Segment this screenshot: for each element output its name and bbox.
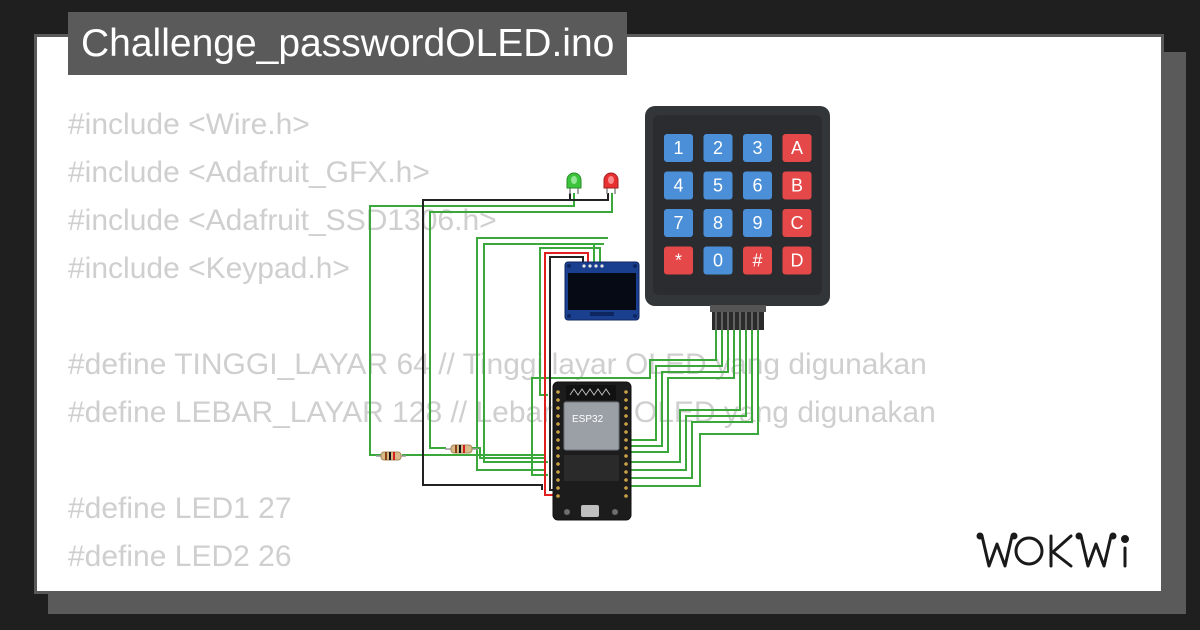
keypad-key-label: 6 (752, 176, 762, 196)
keypad-key-7[interactable]: 7 (664, 209, 693, 237)
esp32-board: ESP32 (552, 381, 632, 521)
keypad-key-8[interactable]: 8 (703, 209, 733, 237)
wire-keypad-5 (630, 330, 741, 463)
wire-green-oled-a (476, 237, 608, 471)
keypad-key-label: 1 (673, 138, 683, 158)
keypad-key-C[interactable]: C (782, 209, 812, 237)
keypad-key-label: 0 (713, 251, 723, 271)
keypad-key-2[interactable]: 2 (703, 134, 733, 162)
keypad-key-6[interactable]: 6 (743, 171, 772, 200)
keypad-key-label: 4 (673, 176, 683, 196)
wire-keypad-2 (630, 330, 723, 441)
keypad-key-5[interactable]: 5 (703, 171, 733, 200)
keypad-key-D[interactable]: D (782, 246, 812, 275)
keypad-key-A[interactable]: A (782, 134, 812, 162)
wire-green-oled-b (483, 243, 604, 463)
code-line: #define LED2 26 (68, 540, 292, 573)
keypad-key-label: 5 (713, 176, 723, 196)
keypad-keys[interactable]: 1 2 3 A 4 5 6 B 7 8 9 C * 0 # D (664, 134, 812, 275)
keypad-key-9[interactable]: 9 (743, 209, 772, 237)
esp32-label: ESP32 (572, 414, 604, 425)
keypad-key-label: # (752, 251, 762, 271)
wire-black-oled-gnd (549, 256, 584, 491)
wire-keypad-3 (630, 330, 729, 447)
wire-green-res2 (470, 447, 545, 459)
esp32-pins-right (624, 390, 628, 498)
keypad-4x4[interactable]: 1 2 3 A 4 5 6 B 7 8 9 C * 0 # D (645, 106, 830, 330)
keypad-key-label: 7 (673, 213, 683, 233)
code-line: #include <Keypad.h> (68, 252, 350, 285)
keypad-key-label: 3 (752, 138, 762, 158)
resistor-2 (445, 444, 478, 454)
wire-keypad-7 (630, 330, 753, 479)
esp32-pins-left (556, 390, 560, 498)
wire-green-oled-d (539, 247, 601, 396)
keypad-key-0[interactable]: 0 (703, 246, 733, 275)
code-line: #include <Adafruit_GFX.h> (68, 156, 430, 189)
keypad-key-label: * (675, 251, 682, 271)
wokwi-logo[interactable] (975, 522, 1155, 582)
code-preview: #include <Wire.h> #include <Adafruit_GFX.… (68, 101, 936, 581)
keypad-key-*[interactable]: * (664, 246, 693, 275)
keypad-key-label: C (791, 213, 804, 233)
wire-green-led2 (429, 193, 613, 449)
keypad-key-B[interactable]: B (782, 171, 812, 200)
wire-green-led1 (369, 193, 575, 456)
code-line: #include <Wire.h> (68, 108, 310, 141)
led-green (566, 172, 582, 194)
project-title: Challenge_passwordOLED.ino (68, 12, 628, 75)
wire-black-gnd1 (422, 193, 571, 490)
wires (369, 193, 759, 496)
keypad-key-1[interactable]: 1 (664, 134, 693, 162)
code-line: #define LED1 27 (68, 492, 292, 525)
wire-keypad-4 (630, 330, 735, 453)
keypad-key-label: 8 (713, 213, 723, 233)
wire-keypad-6 (630, 330, 747, 471)
keypad-key-label: B (791, 176, 803, 196)
keypad-key-3[interactable]: 3 (743, 134, 772, 162)
keypad-key-label: A (791, 138, 803, 158)
keypad-key-label: 9 (752, 213, 762, 233)
keypad-key-label: 2 (713, 138, 723, 158)
keypad-pins (712, 312, 764, 330)
wire-keypad-1 (531, 330, 717, 476)
wire-black-gnd2 (570, 193, 609, 201)
wire-keypad-8 (630, 330, 759, 487)
resistor-1 (376, 451, 406, 461)
code-line: #include <Adafruit_SSD1306.h> (68, 204, 497, 237)
code-line: #define TINGGI_LAYAR 64 // Tinggi layar … (68, 348, 927, 381)
keypad-key-#[interactable]: # (743, 246, 772, 275)
keypad-key-label: D (791, 251, 804, 271)
oled-display (564, 261, 640, 321)
keypad-key-4[interactable]: 4 (664, 171, 693, 200)
led-red (603, 172, 619, 194)
